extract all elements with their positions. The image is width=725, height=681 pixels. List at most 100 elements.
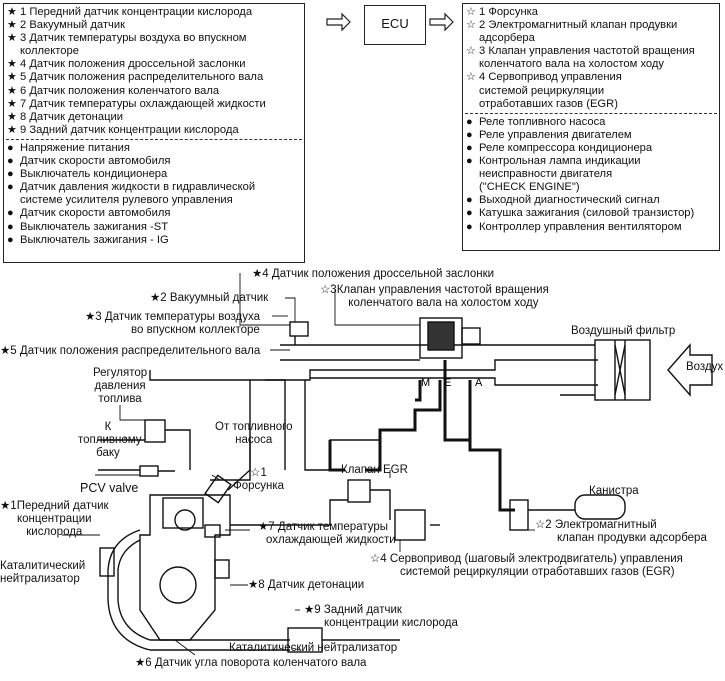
list-item-text: Реле топливного насоса (479, 115, 606, 128)
list-item-text: 2 Вакуумный датчик (20, 19, 125, 32)
front-o2-label: ★1Передний датчик концентрации кислорода (0, 500, 109, 538)
bullet-icon: ● (7, 168, 14, 181)
list-item-text: системой рециркуляции (479, 84, 605, 97)
star-icon: ★ (7, 97, 17, 110)
to-tank-label: К топливному баку (78, 421, 142, 459)
crank-sensor-label: ★6 Датчик угла поворота коленчатого вала (135, 657, 367, 669)
list-item-text: 1 Передний датчик концентрации кислорода (20, 6, 253, 18)
bullet-icon: ● (7, 220, 14, 233)
list-item-text: Контроллер управления вентилятором (479, 220, 682, 233)
list-item: ★5 Датчик положения распределительного в… (6, 71, 302, 84)
bullet-icon: ● (7, 233, 14, 246)
list-item: ★4 Датчик положения дроссельной заслонки (6, 58, 302, 71)
list-item: отработавших газов (EGR) (465, 98, 717, 111)
list-item-text: 3 Клапан управления частотой вращения (479, 45, 695, 58)
star-icon: ★ (7, 58, 17, 71)
injector-label: ☆1 Форсунка (233, 467, 285, 492)
list-item-text: 3 Датчик температуры воздуха во впускном (20, 32, 247, 45)
list-item: ● Катушка зажигания (силовой транзистор) (465, 207, 717, 220)
exhaust-pipe (107, 529, 290, 651)
list-item: ● Выключатель кондиционера (6, 168, 302, 181)
pcv-valve (139, 465, 159, 477)
star-icon: ☆ (466, 45, 476, 58)
list-item-text: 5 Датчик положения распределительного ва… (20, 71, 264, 84)
bullet-icon: ● (466, 115, 473, 128)
list-item: ● Реле топливного насоса (465, 116, 717, 129)
input-sensors-box: ★1 Передний датчик концентрации кислород… (3, 3, 305, 263)
list-item-text: коленчатого вала на холостом ходу (479, 58, 665, 71)
star-icon: ★ (7, 110, 17, 123)
tps-label: ★4 Датчик положения дроссельной заслонки (252, 268, 495, 280)
star-icon: ★ (7, 71, 17, 84)
list-item-text: системе усилителя рулевого управления (20, 194, 233, 207)
bullet-icon: ● (466, 128, 473, 141)
input-sensors-list: ★1 Передний датчик концентрации кислород… (6, 6, 302, 137)
vacuum-sensor (289, 321, 309, 337)
port-e: E (444, 377, 451, 389)
knock-sensor-label: ★8 Датчик детонации (248, 579, 365, 591)
list-item: системе усилителя рулевого управления (6, 194, 302, 207)
list-item-text: отработавших газов (EGR) (479, 97, 618, 110)
star-icon: ☆ (466, 6, 476, 18)
list-item-text: Выключатель зажигания -ST (20, 220, 169, 233)
star-icon: ☆ (466, 19, 476, 32)
list-item: неисправности двигателя (465, 168, 717, 181)
idle-valve-label: ☆3Клапан управления частотой вращения ко… (320, 284, 549, 309)
egr-servo-label: ☆4 Сервопривод (шаговый электродвигатель… (370, 553, 683, 578)
input-signals-list: ●Напряжение питания●Датчик скорости авто… (6, 142, 302, 247)
output-actuators-list: ☆1 Форсунка☆2 Электромагнитный клапан пр… (465, 6, 717, 111)
star-icon: ★ (7, 6, 17, 18)
list-item: системой рециркуляции (465, 85, 717, 98)
cat1-label: Каталитический нейтрализатор (0, 560, 86, 585)
list-item-text: Контрольная лампа индикации (479, 155, 641, 168)
list-item: ★7 Датчик температуры охлаждающей жидкос… (6, 98, 302, 111)
air-label: Воздух (686, 361, 724, 373)
port-m: M (421, 377, 430, 389)
list-item: ★6 Датчик положения коленчатого вала (6, 85, 302, 98)
list-item-text: 4 Датчик положения дроссельной заслонки (20, 58, 246, 71)
bullet-icon: ● (466, 155, 473, 168)
list-item: адсорбера (465, 32, 717, 45)
egr-valve-label: Клапан EGR (341, 464, 408, 476)
bullet-icon: ● (7, 141, 14, 154)
cat2-label: Каталитический нейтрализатор (229, 642, 398, 654)
star-icon: ★ (7, 84, 17, 97)
list-item: ☆4 Сервопривод управления (465, 71, 717, 84)
list-item-text: неисправности двигателя (479, 168, 613, 181)
bullet-icon: ● (7, 155, 14, 168)
list-item-text: 1 Форсунка (479, 6, 539, 18)
star-icon: ★ (7, 32, 17, 45)
list-item: ★2 Вакуумный датчик (6, 19, 302, 32)
list-item-text: Выходной диагностический сигнал (479, 194, 660, 207)
regulator-label: Регулятор давления топлива (93, 367, 148, 405)
star-icon: ★ (7, 123, 17, 136)
egr-valve (347, 479, 371, 503)
air-filter (594, 339, 651, 401)
ecu-box: ECU (364, 5, 426, 45)
from-pump-label: От топливного насоса (215, 421, 293, 446)
list-item-text: Выключатель кондиционера (20, 168, 168, 181)
list-item-text: Реле управления двигателем (479, 128, 632, 141)
list-item: ★8 Датчик детонации (6, 111, 302, 124)
list-item: ●Датчик давления жидкости в гидравлическ… (6, 181, 302, 194)
purge-valve (509, 499, 529, 531)
list-item-text: Напряжение питания (20, 141, 130, 154)
catalytic-converter-1 (99, 547, 115, 577)
output-signals-list: ● Реле топливного насоса ● Реле управления … (465, 116, 717, 234)
vacuum-sensor-label: ★2 Вакуумный датчик (150, 292, 269, 304)
iat-sensor-label: ★3 Датчик температуры воздуха во впускно… (85, 311, 260, 336)
divider (465, 112, 717, 114)
list-item-text: Датчик давления жидкости в гидравлическо… (20, 181, 256, 194)
egr-servo (394, 509, 426, 541)
injector (204, 474, 232, 504)
bullet-icon: ● (466, 207, 473, 220)
list-item-text: 8 Датчик детонации (20, 110, 123, 123)
list-item: ★3 Датчик температуры воздуха во впускно… (6, 32, 302, 45)
ecu-label: ECU (381, 16, 409, 31)
list-item: ★9 Задний датчик концентрации кислорода (6, 124, 302, 137)
list-item-text: Катушка зажигания (силовой транзистор) (479, 207, 695, 220)
list-item-text: 9 Задний датчик концентрации кислорода (20, 123, 239, 136)
coolant-sensor-label: ★7 Датчик температуры охлаждающей жидкос… (258, 521, 396, 546)
list-item: коллекторе (6, 45, 302, 58)
